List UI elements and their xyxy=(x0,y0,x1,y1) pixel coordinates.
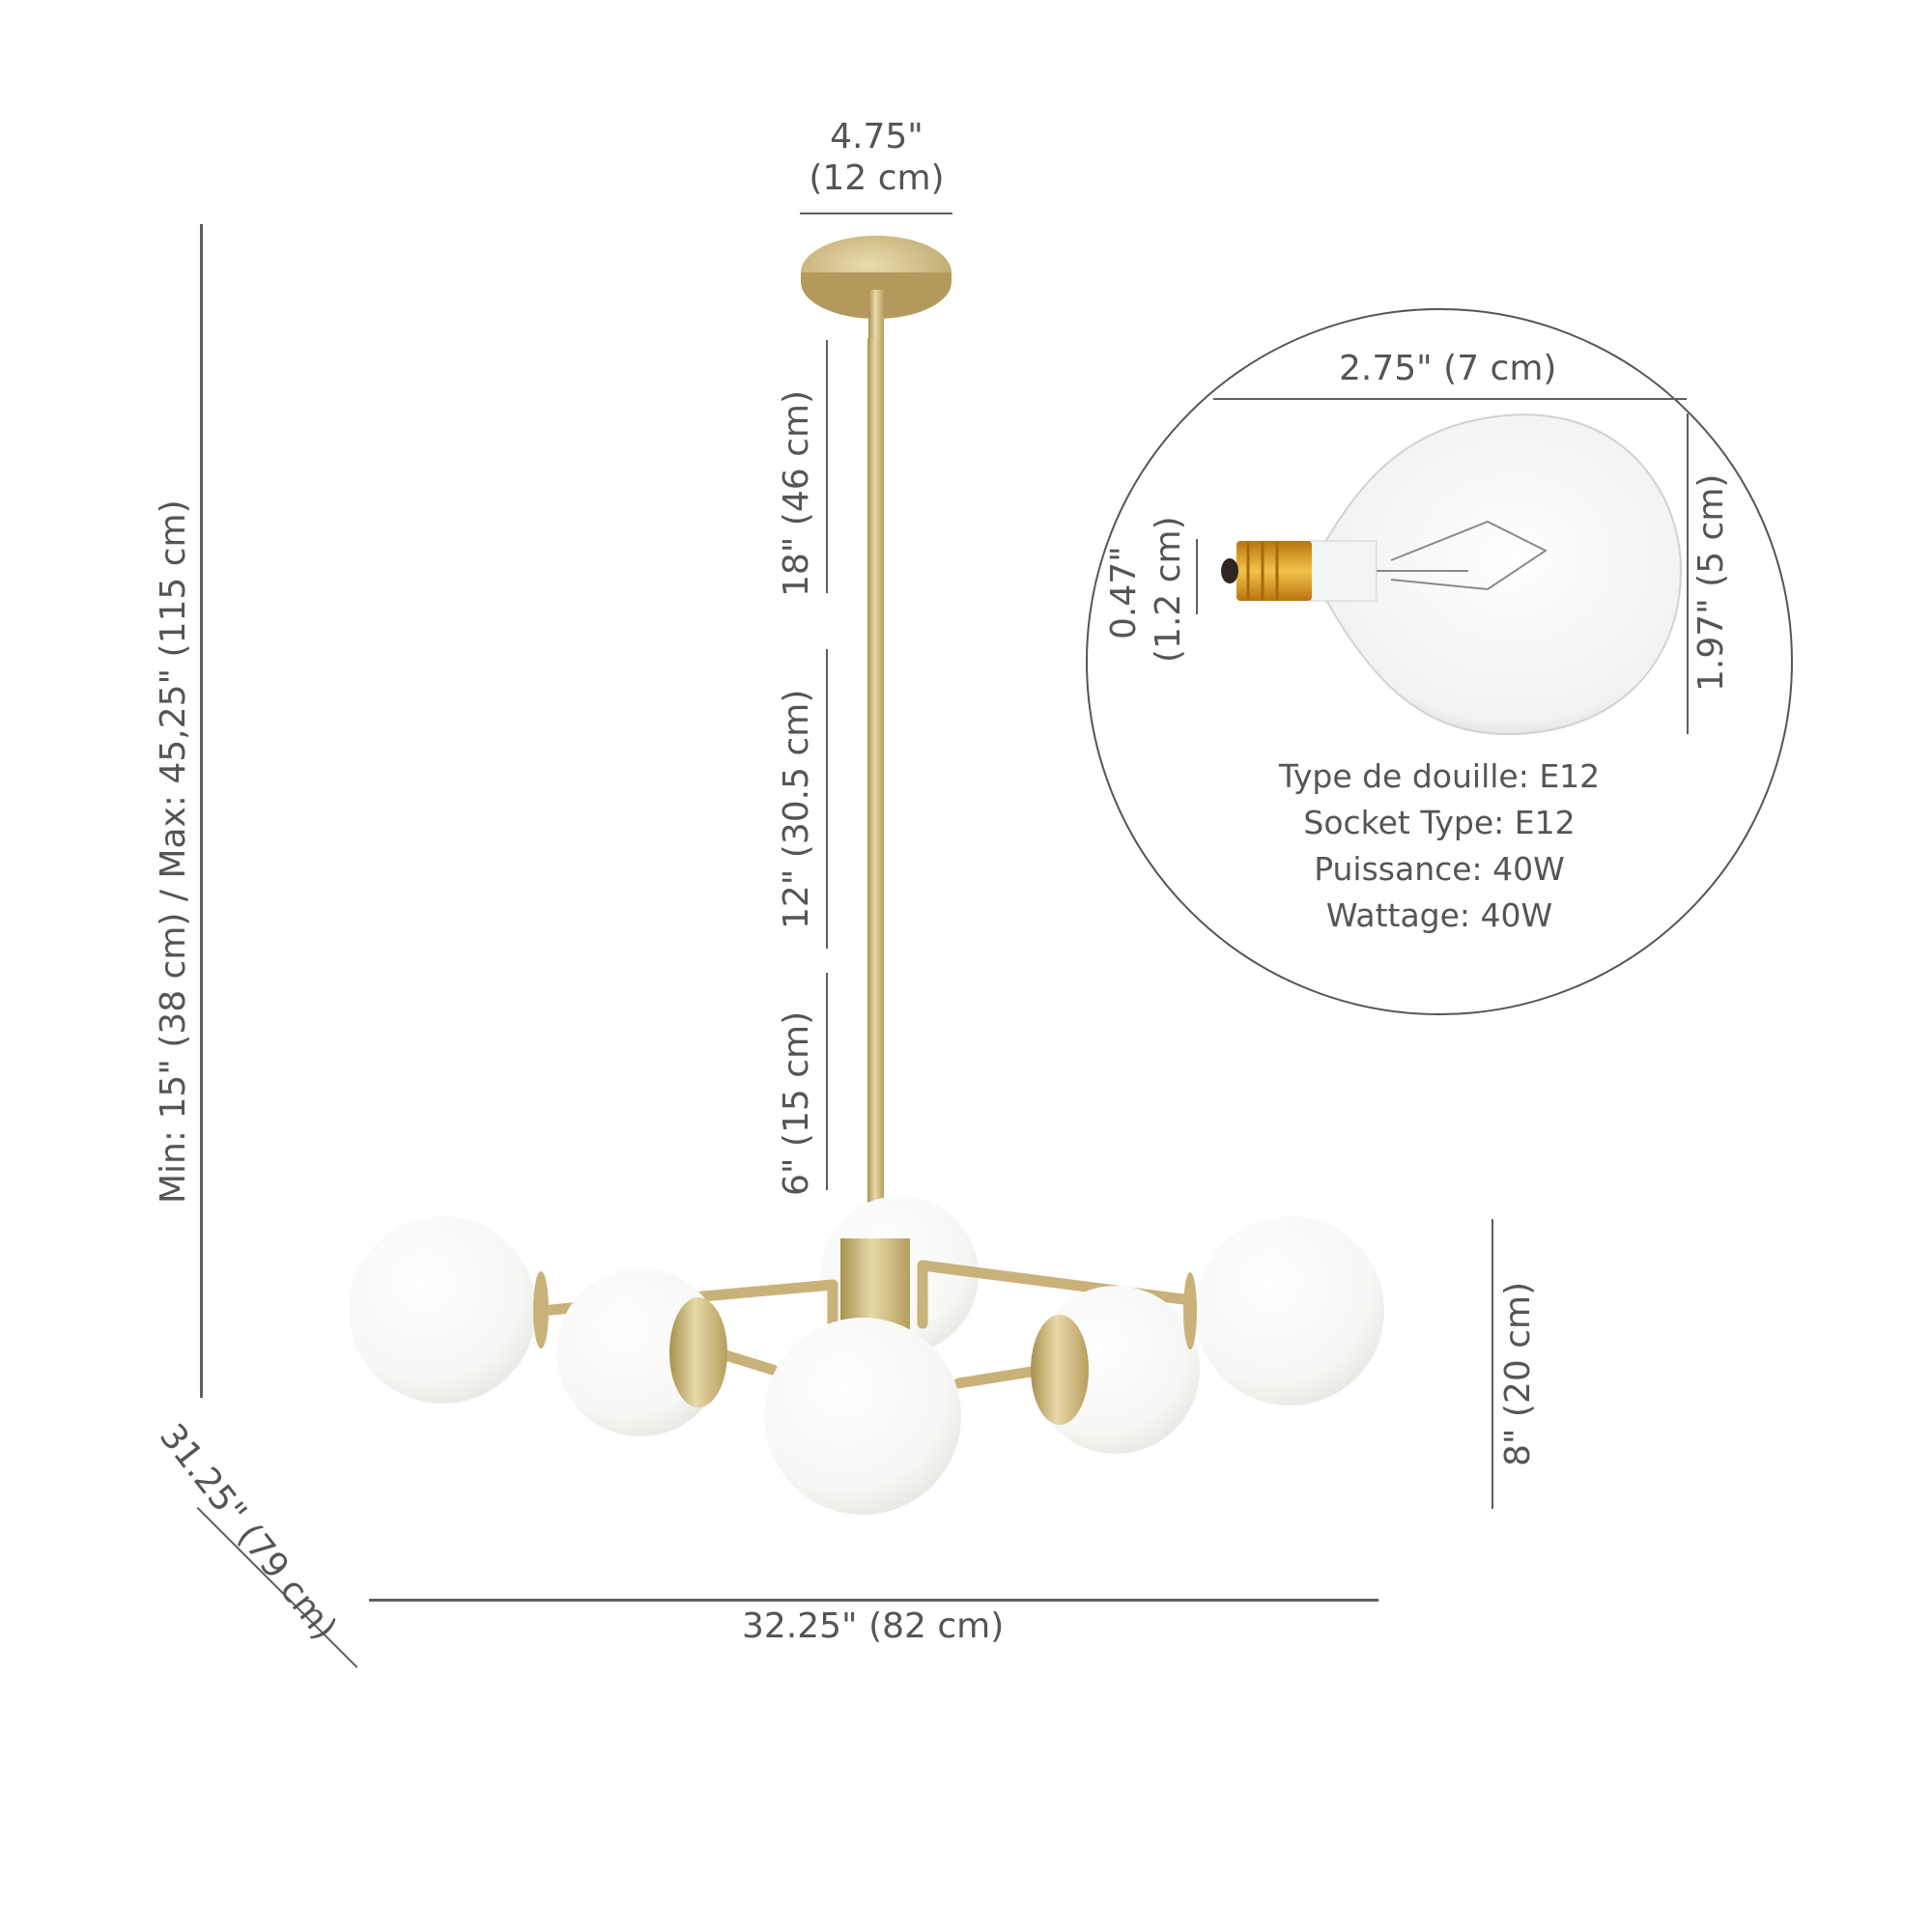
spec-socket-type-en: Socket Type: E12 xyxy=(1303,804,1576,841)
ceiling-canopy xyxy=(801,236,952,340)
rod-segment-3-label: 6" (15 cm) xyxy=(777,1010,816,1196)
globe-front-center xyxy=(764,1318,961,1515)
bulb-specs: Type de douille: E12 Socket Type: E12 Pu… xyxy=(1246,753,1633,939)
fixture-width-label: 32.25" (82 cm) xyxy=(742,1606,1005,1646)
canopy-width-line xyxy=(800,213,952,214)
rod-segment-2-label: 12" (30.5 cm) xyxy=(777,689,816,929)
rod-segment-2-line xyxy=(826,649,828,949)
rod-segment-3-line xyxy=(826,973,828,1190)
bulb-height-line xyxy=(1687,413,1689,734)
fixture-width-line xyxy=(369,1599,1378,1602)
bulb-base-inches-label: 0.47" xyxy=(1104,546,1144,639)
spec-socket-type-fr: Type de douille: E12 xyxy=(1278,757,1601,795)
rod-segment-1-label: 18" (46 cm) xyxy=(777,389,816,597)
canopy-width-inches: 4.75" xyxy=(830,117,923,156)
bulb-width-label: 2.75" (7 cm) xyxy=(1339,349,1557,388)
canopy-width-label: 4.75" (12 cm) xyxy=(792,116,961,199)
bulb-height-label: 1.97" (5 cm) xyxy=(1691,473,1731,692)
fixture-height-line xyxy=(1492,1219,1493,1509)
spec-wattage-en: Wattage: 40W xyxy=(1325,896,1553,934)
canopy-width-cm: (12 cm) xyxy=(809,158,945,199)
down-rod xyxy=(867,338,884,1236)
overall-height-line xyxy=(200,224,203,1398)
bulb-base-cm-label: (1.2 cm) xyxy=(1149,516,1188,663)
spec-wattage-fr: Puissance: 40W xyxy=(1314,850,1565,888)
bulb-width-line xyxy=(1213,398,1687,400)
globe-far-right xyxy=(1195,1216,1384,1406)
bulb-detail-callout xyxy=(1086,308,1793,1015)
globe-far-left xyxy=(349,1216,536,1404)
overall-height-label: Min: 15" (38 cm) / Max: 45,25" (115 cm) xyxy=(154,499,193,1204)
e12-socket xyxy=(1236,541,1312,601)
bulb-base-line xyxy=(1196,539,1198,614)
rod-segment-1-line xyxy=(826,340,828,593)
fixture-height-label: 8" (20 cm) xyxy=(1498,1281,1538,1466)
cup-inner-right xyxy=(1031,1315,1089,1425)
cup-inner-left xyxy=(669,1297,727,1407)
